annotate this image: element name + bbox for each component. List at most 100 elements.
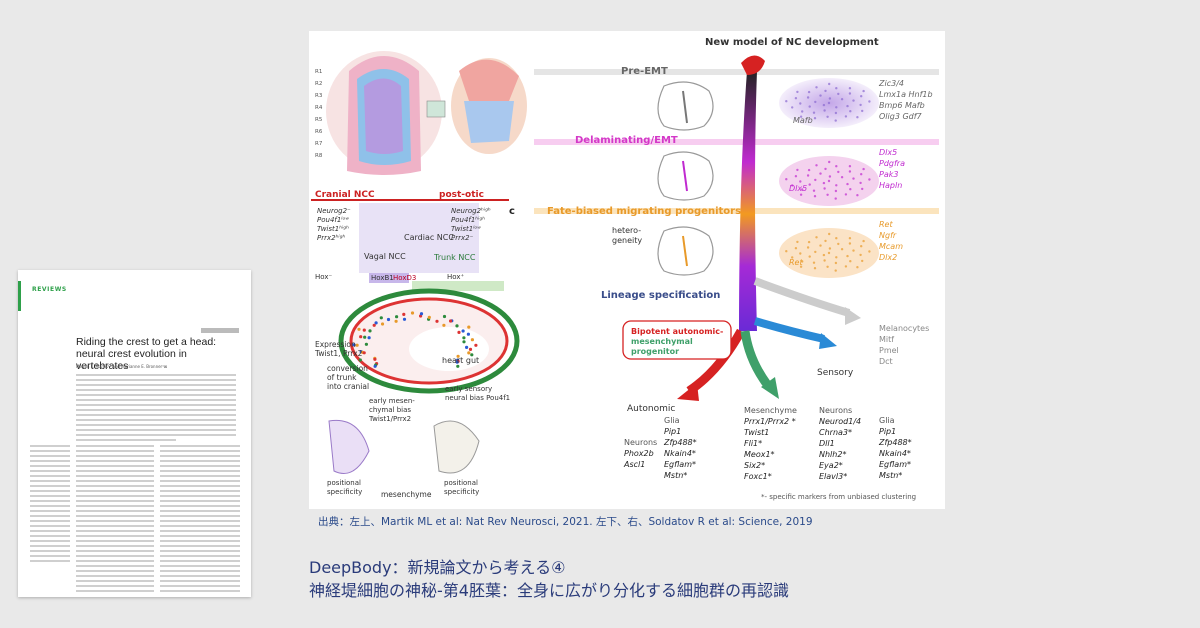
cell-dot — [442, 314, 447, 319]
scatter-point — [796, 90, 799, 94]
column-gene: Egflam* — [879, 460, 911, 469]
scatter-point — [840, 176, 844, 179]
scatter-point — [794, 247, 798, 250]
column-gene: Nkain4* — [879, 449, 911, 458]
scatter-point — [799, 252, 802, 255]
scatter-point — [827, 251, 831, 255]
cell-dot — [362, 351, 366, 355]
pre-emt-gene: Bmp6 Mafb — [879, 101, 925, 110]
scatter-point — [799, 265, 803, 268]
scatter-point — [835, 237, 838, 240]
migr-gene: Ret — [879, 220, 893, 229]
early-mes-line: early mesen- — [369, 397, 415, 405]
scatter-point — [828, 160, 831, 164]
rhombomere-label: R2 — [315, 81, 322, 87]
column-gene: Nhlh2* — [819, 450, 846, 459]
nc-development-model: New model of NC development Pre-EMT Dela… — [534, 37, 939, 501]
delam-gene: Pdgfra — [879, 159, 905, 168]
post-otic-label: post-otic — [439, 190, 484, 200]
pre-emt-gene: Zic3/4 — [878, 79, 904, 88]
scatter-point — [859, 181, 862, 185]
cell-dot — [455, 360, 459, 364]
scatter-point — [823, 187, 826, 190]
hoxd3-label: HoxD3 — [393, 274, 416, 282]
cell-dot — [461, 329, 465, 333]
column-gene: Neurod1/4 — [819, 417, 861, 426]
title-line-2: 神経堤細胞の神秘-第4胚葉：全身に広がり分化する細胞群の再認識 — [309, 581, 789, 600]
scatter-point — [822, 103, 826, 107]
scatter-point — [785, 100, 788, 103]
scatter-point — [799, 180, 802, 183]
cardiac-ncc-label: Cardiac NCC — [404, 233, 454, 242]
footnote: *- specific markers from unbiased cluste… — [761, 493, 916, 501]
right-gene: Pou4f1ʰⁱᵍʰ — [451, 216, 485, 224]
column-gene: Foxc1* — [744, 472, 772, 481]
scatter-point — [862, 89, 865, 93]
cell-dot — [373, 357, 377, 361]
cell-dot — [395, 315, 399, 319]
scatter-point — [814, 178, 817, 182]
scatter-point — [846, 182, 849, 186]
head-illustration — [426, 58, 527, 154]
cell-dot — [467, 351, 471, 355]
pre-emt-gene: Lmx1a Hnf1b — [879, 90, 933, 99]
trunk-ncc-label: Trunk NCC — [433, 253, 476, 262]
stage-fate-biased: Fate-biased migrating progenitors — [547, 206, 741, 217]
cell-dot — [419, 312, 424, 316]
scatter-point — [796, 168, 799, 172]
column-gene: Nkain4* — [664, 449, 696, 458]
positional-line: specificity — [444, 488, 479, 496]
rhombomere-label: R5 — [315, 117, 323, 123]
scatter-point — [834, 111, 838, 115]
cell-dot — [355, 343, 359, 347]
column-gene: Elavl3* — [819, 472, 847, 481]
column-gene: Fli1* — [744, 439, 762, 448]
panel-c: Cranial NCC post-otic c Cardiac NCC Vaga… — [311, 190, 520, 499]
expression-line: Expression — [315, 340, 356, 349]
cell-dot — [380, 322, 385, 326]
scatter-point — [837, 92, 840, 96]
scatter-point — [852, 177, 855, 180]
scatter-point — [849, 188, 852, 191]
scatter-point — [794, 175, 798, 178]
scatter-points — [785, 82, 871, 272]
scatter-point — [808, 183, 811, 186]
left-gene: Neurog2⁻ — [317, 207, 351, 215]
mesenchyme-label: mesenchyme — [381, 490, 432, 499]
paper-thumbnail: REVIEWS Riding the crest to get a head: … — [18, 270, 251, 597]
rhombomere-label: R4 — [315, 105, 323, 111]
positional-line: positional — [444, 479, 478, 487]
scatter-point — [844, 193, 848, 196]
delam-gene: Pak3 — [879, 170, 898, 179]
conversion-line: of trunk — [327, 373, 357, 382]
section-bar — [18, 281, 21, 311]
scatter-point — [827, 101, 831, 105]
bipotent-line: Bipotent autonomic- — [631, 327, 723, 336]
scatter-point — [785, 250, 788, 253]
scatter-point — [796, 240, 799, 244]
melanocyte-line: Mitf — [879, 335, 894, 344]
panel-letter: c — [509, 206, 515, 217]
scatter-point — [791, 184, 794, 187]
scatter-point — [824, 239, 827, 243]
left-gene: Prrx2ʰⁱᵍʰ — [317, 234, 345, 242]
scatter-point — [834, 197, 837, 200]
cell-dot — [457, 330, 461, 334]
scatter-point — [828, 247, 832, 250]
cell-dot — [427, 315, 431, 319]
cell-dot — [386, 317, 391, 322]
autonomic-label: Autonomic — [627, 404, 675, 414]
scatter-point — [813, 267, 817, 270]
delam-left-gene: Dlx5 — [789, 184, 807, 193]
column-gene: Egflam* — [664, 460, 696, 469]
scatter-point — [812, 111, 816, 114]
scatter-point — [835, 256, 838, 259]
scatter-point — [861, 109, 864, 113]
title-line-1: DeepBody：新規論文から考える④ — [309, 558, 566, 577]
scatter-point — [822, 253, 826, 257]
